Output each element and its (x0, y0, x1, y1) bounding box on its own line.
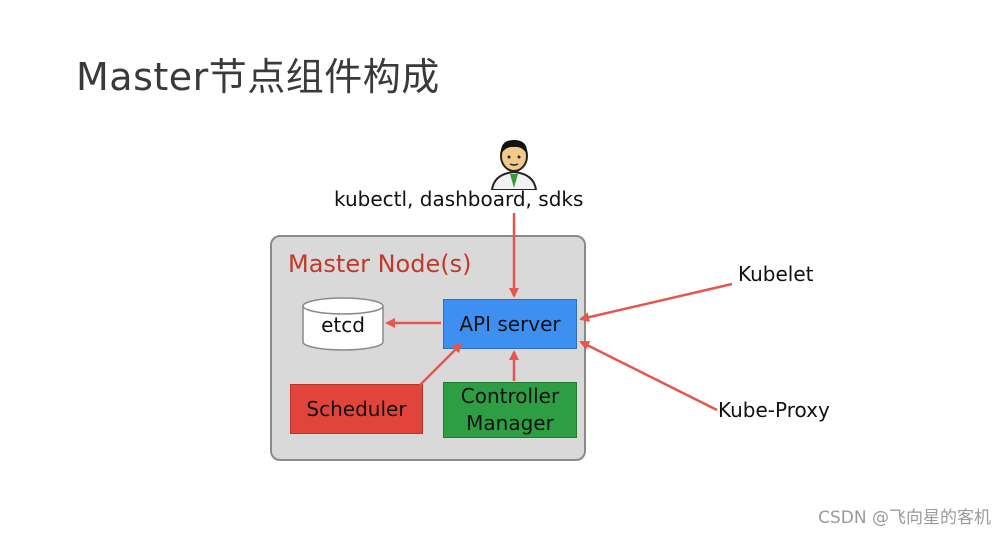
kubelet-to-api-arrow (579, 282, 733, 323)
controller-manager-label-line1: Controller (460, 384, 560, 408)
scheduler-label: Scheduler (306, 396, 407, 421)
kubelet-label: Kubelet (738, 262, 814, 286)
client-tools-label: kubectl, dashboard, sdks (334, 187, 584, 211)
scheduler-box: Scheduler (290, 384, 423, 434)
controller-manager-label-line2: Manager (466, 411, 554, 435)
user-icon (490, 140, 538, 190)
api-server-label: API server (459, 311, 561, 336)
csdn-watermark: CSDN @飞向星的客机 (818, 508, 991, 528)
kube-proxy-to-api-arrow (579, 340, 718, 412)
etcd-label: etcd (321, 312, 365, 337)
page-title: Master节点组件构成 (76, 55, 440, 99)
master-node-label: Master Node(s) (288, 250, 472, 278)
api-server-box: API server (443, 299, 577, 349)
kube-proxy-label: Kube-Proxy (718, 398, 830, 422)
controller-manager-box: Controller Manager (443, 382, 577, 438)
